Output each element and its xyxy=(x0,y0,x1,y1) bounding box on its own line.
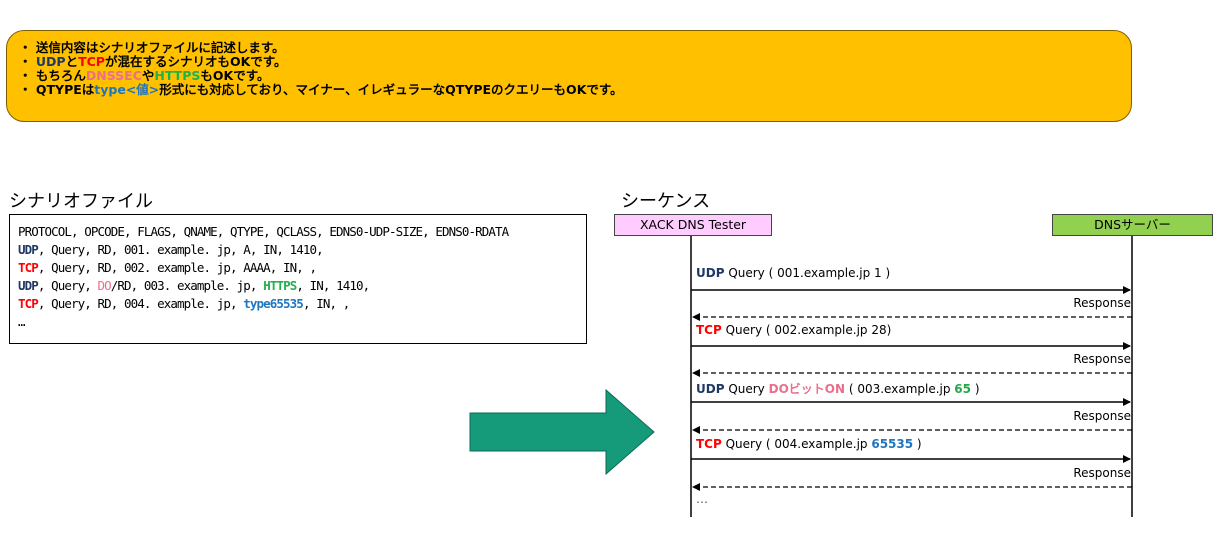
proto-tcp: TCP xyxy=(696,323,722,337)
response-label-4: Response xyxy=(1073,466,1131,480)
banner-line-1: ・ 送信内容はシナリオファイルに記述します。 xyxy=(19,41,285,55)
proto-udp: UDP xyxy=(696,266,725,280)
banner-text: もちろん xyxy=(35,68,86,83)
banner-text: や xyxy=(141,68,155,83)
msg-text: Query xyxy=(724,382,769,396)
proto-udp: UDP xyxy=(18,278,39,293)
qtype-https: HTTPS xyxy=(263,278,297,293)
proto-udp: UDP xyxy=(696,382,725,396)
banner-text: が混在するシナリオもOKです。 xyxy=(104,54,287,69)
bullet: ・ xyxy=(19,54,32,69)
msg-text: ) xyxy=(971,382,980,396)
proto-tcp: TCP xyxy=(18,296,39,311)
msg-text: ) xyxy=(913,437,922,451)
scenario-heading: シナリオファイル xyxy=(9,191,153,212)
banner-line-2: ・ UDPとTCPが混在するシナリオもOKです。 xyxy=(19,55,287,69)
query-label-1: UDP Query ( 001.example.jp 1 ) xyxy=(696,266,890,280)
scenario-row: TCP, Query, RD, 004. example. jp, type65… xyxy=(18,296,350,311)
query-label-2: TCP Query ( 002.example.jp 28) xyxy=(696,323,891,337)
response-label-2: Response xyxy=(1073,352,1131,366)
row-text: , IN, , xyxy=(302,296,350,311)
row-text: /RD, 003. example. jp, xyxy=(110,278,264,293)
msg-text: Query ( 001.example.jp 1 ) xyxy=(724,266,891,280)
row-text: , Query, xyxy=(37,278,98,293)
row-text: , Query, RD, 001. example. jp, A, IN, 14… xyxy=(37,242,324,257)
scenario-file-box: PROTOCOL, OPCODE, FLAGS, QNAME, QTYPE, Q… xyxy=(9,214,587,344)
do-flag: DO xyxy=(97,278,112,293)
banner-text: 形式にも対応しており、マイナー、イレギュラーなQTYPEのクエリーもOKです。 xyxy=(159,82,623,97)
banner-line-4: ・ QTYPEはtype<値>形式にも対応しており、マイナー、イレギュラーなQT… xyxy=(19,83,623,97)
row-text: , Query, RD, 002. example. jp, AAAA, IN,… xyxy=(37,260,317,275)
response-label-3: Response xyxy=(1073,409,1131,423)
response-label-1: Response xyxy=(1073,296,1131,310)
row-text: , IN, 1410, xyxy=(296,278,370,293)
banner-text: もOKです。 xyxy=(200,68,270,83)
flow-arrow xyxy=(469,388,655,476)
query-label-4: TCP Query ( 004.example.jp 65535 ) xyxy=(696,437,922,451)
banner-line-3: ・ もちろんDNSSECやHTTPSもOKです。 xyxy=(19,69,269,83)
query-label-3: UDP Query DOビットON ( 003.example.jp 65 ) xyxy=(696,380,980,397)
type-syntax-label: type<値> xyxy=(94,82,160,97)
bullet: ・ xyxy=(19,82,32,97)
info-banner: ・ 送信内容はシナリオファイルに記述します。 ・ UDPとTCPが混在するシナリ… xyxy=(6,30,1132,122)
sequence-heading: シーケンス xyxy=(621,191,711,212)
proto-tcp: TCP xyxy=(696,437,722,451)
msg-text: ( 003.example.jp xyxy=(845,382,955,396)
server-lifeline-box: DNSサーバー xyxy=(1052,214,1213,236)
bullet: ・ xyxy=(19,40,32,55)
bullet: ・ xyxy=(19,68,32,83)
do-bit-flag: DOビットON xyxy=(768,382,846,396)
scenario-header-row: PROTOCOL, OPCODE, FLAGS, QNAME, QTYPE, Q… xyxy=(18,224,509,239)
tcp-label: TCP xyxy=(78,54,105,69)
msg-text: Query ( 002.example.jp 28) xyxy=(721,323,892,337)
banner-text: と xyxy=(65,54,79,69)
proto-udp: UDP xyxy=(18,242,39,257)
scenario-row: TCP, Query, RD, 002. example. jp, AAAA, … xyxy=(18,260,317,275)
sequence-ellipsis: … xyxy=(696,492,708,506)
scenario-ellipsis: … xyxy=(18,314,25,329)
client-lifeline-box: XACK DNS Tester xyxy=(614,214,772,236)
qtype-type65535: type65535 xyxy=(243,296,304,311)
dnssec-label: DNSSEC xyxy=(85,68,142,83)
scenario-row: UDP, Query, DO/RD, 003. example. jp, HTT… xyxy=(18,278,370,293)
scenario-row: UDP, Query, RD, 001. example. jp, A, IN,… xyxy=(18,242,324,257)
https-label: HTTPS xyxy=(154,68,201,83)
proto-tcp: TCP xyxy=(18,260,39,275)
udp-label: UDP xyxy=(35,54,66,69)
msg-text: Query ( 004.example.jp xyxy=(721,437,872,451)
banner-text-1: 送信内容はシナリオファイルに記述します。 xyxy=(35,40,285,55)
banner-text: QTYPEは xyxy=(35,82,95,97)
row-text: , Query, RD, 004. example. jp, xyxy=(37,296,244,311)
qtype-65535: 65535 xyxy=(871,437,914,451)
qtype-65: 65 xyxy=(954,382,971,396)
